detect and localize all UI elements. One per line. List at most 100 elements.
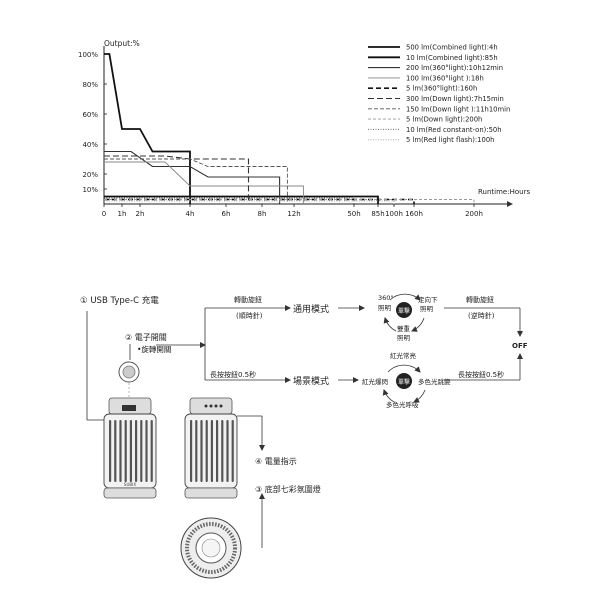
lantern-rib (216, 420, 219, 482)
lantern-rib (195, 420, 198, 482)
lantern-base (103, 487, 157, 499)
turn-dial-ccw-sub: (逆時針) (468, 311, 495, 320)
lantern-right (184, 397, 238, 499)
mode-red-constant: 紅光常亮 (390, 351, 417, 360)
lantern-rib (124, 420, 127, 482)
hold-button-label: 長按按鈕0.5秒 (210, 370, 256, 379)
x-tick-label: 160h (405, 210, 423, 218)
click-button-icon-2 (396, 373, 412, 389)
legend-entry: 10 lm(Red constant-on):50h (406, 126, 502, 134)
lantern-rib (205, 420, 208, 482)
click-button-icon (396, 302, 412, 318)
usb-label: ① USB Type-C 充電 (80, 295, 159, 306)
legend-entry: 10 lm(Combined light):85h (406, 54, 498, 62)
lantern-rib (150, 420, 153, 482)
mode-multicolor-jump: 多色光跳變 (418, 377, 451, 386)
y-tick-label: 20% (82, 171, 98, 179)
mode-combo-b: 照明 (397, 334, 411, 342)
lantern-rib (190, 420, 193, 482)
general-mode-label: 通用模式 (293, 303, 329, 315)
x-tick-label: 1h (118, 210, 127, 218)
lantern-rib (145, 420, 148, 482)
switch-label-sub: •旋轉開關 (137, 344, 171, 354)
operation-diagram: ① USB Type-C 充電 ② 電子開關 •旋轉開關 轉動旋鈕 (順時針) … (80, 293, 528, 579)
lantern-rib (221, 420, 224, 482)
scene-mode-label: 場景模式 (293, 375, 329, 387)
legend-entry: 5 lm(Down light):200h (406, 116, 482, 124)
x-tick-label: 4h (186, 210, 195, 218)
legend-entry: 100 lm(360°light ):18h (406, 74, 484, 82)
turn-dial-ccw: 轉動旋鈕 (466, 295, 494, 304)
series-line-7 (104, 199, 475, 204)
y-tick-label: 100% (78, 51, 98, 59)
mode-360: 360° (378, 294, 394, 302)
lantern-ribs (109, 420, 153, 482)
legend-entry: 5 lm(360°light):160h (406, 85, 477, 93)
lantern-rib (231, 420, 234, 482)
lantern-rib (109, 420, 112, 482)
x-tick-label: 2h (136, 210, 145, 218)
click-label: 單擊 (398, 307, 410, 315)
y-tick-label: 60% (82, 111, 98, 119)
y-ticks: 100% 80% 60% 40% 20% 10% (78, 51, 107, 194)
turn-dial-cw: 轉動旋鈕 (234, 295, 262, 304)
lantern-rib (210, 420, 213, 482)
mode-multicolor-breath: 多色光呼吸 (386, 400, 419, 409)
series-line-9 (104, 200, 395, 204)
series-line-0 (104, 53, 191, 204)
lantern-rib (114, 420, 117, 482)
y-tick-label: 10% (82, 186, 98, 194)
general-mode-cycle: 單擊 360° 照明 定向下 照明 雙重 照明 (378, 293, 438, 342)
series-line-2 (104, 150, 281, 204)
scene-mode-cycle: 單擊 紅光常亮 紅光爆閃 多色光跳變 多色光呼吸 (362, 351, 451, 409)
series-line-3 (104, 161, 304, 204)
y-tick-label: 40% (82, 141, 98, 149)
mode-red-flash: 紅光爆閃 (362, 377, 388, 386)
bottom-light-label: ③ 底部七彩氛圍燈 (255, 484, 321, 494)
lantern-brand-mark: SUBIX (124, 482, 136, 487)
x-tick-label: 85h (371, 210, 384, 218)
lantern-rib (140, 420, 143, 482)
series-lines (104, 53, 475, 204)
x-tick-label: 50h (347, 210, 360, 218)
legend-entry: 200 lm(360°light):10h12min (406, 64, 503, 72)
lantern-bottom-view (180, 517, 242, 579)
y-tick-label: 80% (82, 81, 98, 89)
x-tick-label: 0 (102, 210, 106, 218)
switch-label: ② 電子開關 (125, 333, 167, 342)
legend: 500 lm(Combined light):4h 10 lm(Combined … (368, 44, 510, 144)
x-tick-label: 100h (385, 210, 403, 218)
mode-360-b: 照明 (378, 304, 392, 312)
x-tick-label: 6h (222, 210, 231, 218)
runtime-chart: Output:% Runtime:Hours 100%80%60%40%20%1… (78, 39, 530, 218)
x-tick-label: 8h (258, 210, 267, 218)
mode-down-b: 照明 (420, 305, 434, 313)
battery-indicator-icon (204, 404, 223, 408)
mode-down: 定向下 (418, 295, 438, 304)
legend-entry: 150 lm(Down light ):11h10min (406, 105, 510, 113)
series-line-6 (104, 158, 288, 204)
lantern-rib (135, 420, 138, 482)
lantern2-ribs (190, 420, 234, 482)
x-tick-label: 200h (465, 210, 483, 218)
series-line-8 (104, 197, 355, 204)
lantern-rib (226, 420, 229, 482)
off-label: OFF (512, 342, 528, 350)
series-line-4 (104, 198, 415, 204)
legend-entry: 500 lm(Combined light):4h (406, 44, 498, 52)
hold-button-label-2: 長按按鈕0.5秒 (458, 370, 504, 379)
battery-label: ④ 電量指示 (255, 456, 297, 466)
lantern-left: SUBIX (103, 361, 157, 499)
y-axis-label: Output:% (104, 39, 140, 48)
x-tick-label: 12h (287, 210, 300, 218)
usb-port-icon (122, 405, 136, 411)
legend-entry: 300 lm(Down light):7h15min (406, 95, 504, 103)
lantern-rib (129, 420, 132, 482)
x-axis-label: Runtime:Hours (478, 188, 530, 196)
mode-combo: 雙重 (397, 324, 411, 333)
lantern2-base (184, 487, 238, 499)
turn-dial-cw-sub: (順時針) (236, 311, 263, 320)
